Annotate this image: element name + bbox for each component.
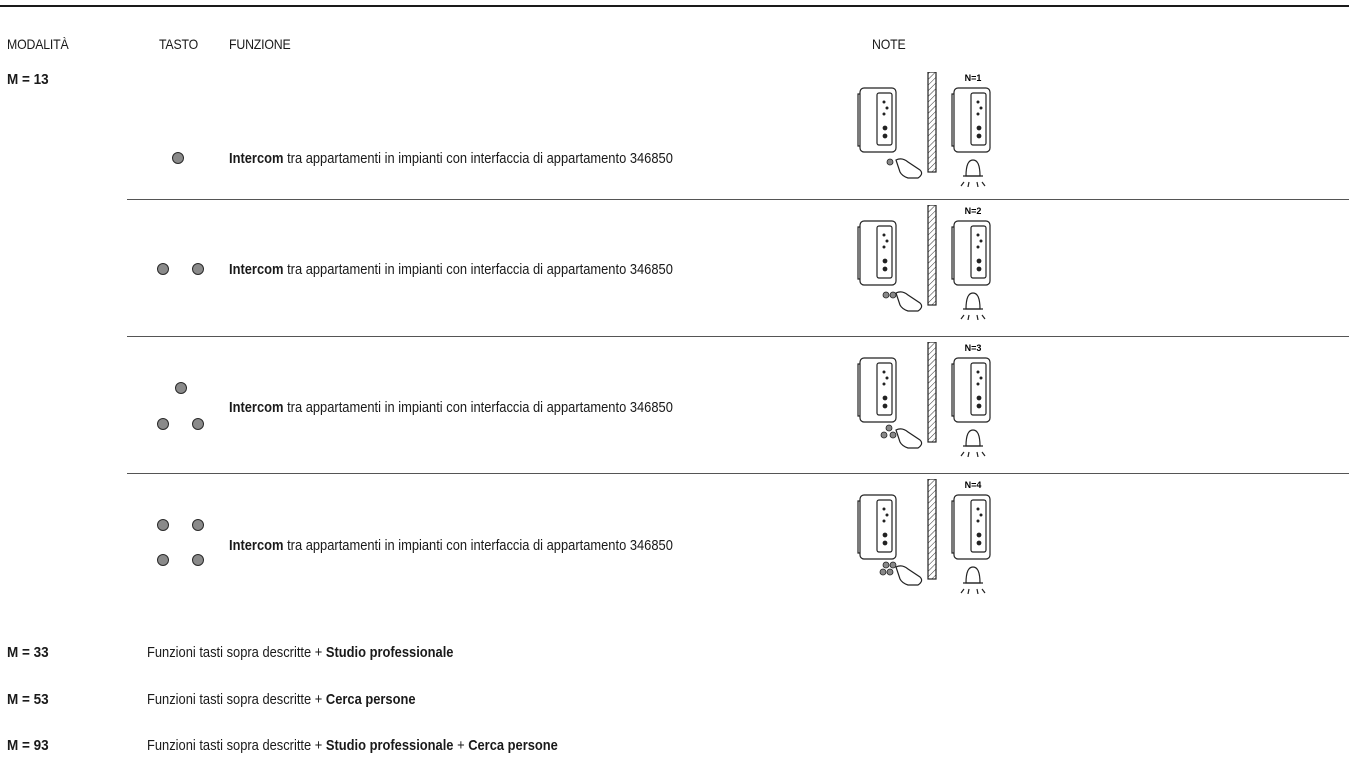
button-dot-icon	[192, 418, 204, 430]
description-plus: +	[453, 737, 469, 754]
mode-description: Funzioni tasti sopra descritte + Studio …	[147, 737, 558, 754]
mode-m13: M = 13	[7, 71, 49, 88]
function-text: Intercom tra appartamenti in impianti co…	[229, 399, 673, 416]
note-label: N=3	[965, 343, 982, 353]
description-prefix: Funzioni tasti sopra descritte +	[147, 691, 326, 708]
function-text: Intercom tra appartamenti in impianti co…	[229, 261, 673, 278]
function-bold: Intercom	[229, 150, 284, 167]
mode-description: Funzioni tasti sopra descritte + Cerca p…	[147, 691, 416, 708]
note-label: N=4	[965, 480, 982, 490]
function-bold: Intercom	[229, 261, 284, 278]
intercom-diagram-icon: N=3	[857, 342, 991, 457]
mode-m53: M = 53	[7, 691, 49, 708]
button-dot-icon	[192, 519, 204, 531]
feature-cerca: Cerca persone	[325, 691, 416, 708]
mode-m33: M = 33	[7, 644, 49, 661]
button-dot-icon	[157, 554, 169, 566]
button-dot-icon	[157, 263, 169, 275]
description-prefix: Funzioni tasti sopra descritte +	[147, 644, 326, 661]
note-label: N=2	[965, 206, 982, 216]
function-text: Intercom tra appartamenti in impianti co…	[229, 150, 673, 167]
button-dot-icon	[157, 519, 169, 531]
button-dot-icon	[192, 263, 204, 275]
mode-description: Funzioni tasti sopra descritte + Studio …	[147, 644, 453, 661]
note-label: N=1	[965, 73, 982, 83]
function-bold: Intercom	[229, 537, 284, 554]
mode-m93: M = 93	[7, 737, 49, 754]
feature-studio: Studio professionale	[325, 737, 454, 754]
function-text: Intercom tra appartamenti in impianti co…	[229, 537, 673, 554]
intercom-diagram-icon: N=1	[857, 72, 991, 187]
top-rule	[0, 5, 1349, 7]
function-rest: tra appartamenti in impianti con interfa…	[283, 261, 673, 278]
feature-cerca: Cerca persone	[468, 737, 558, 754]
intercom-diagram-icon: N=2	[857, 205, 991, 320]
feature-studio: Studio professionale	[325, 644, 454, 661]
header-funzione: FUNZIONE	[229, 36, 291, 52]
function-rest: tra appartamenti in impianti con interfa…	[283, 150, 673, 167]
button-dot-icon	[175, 382, 187, 394]
button-dot-icon	[192, 554, 204, 566]
header-modalita: MODALITÀ	[7, 36, 69, 52]
header-note: NOTE	[872, 36, 906, 52]
description-prefix: Funzioni tasti sopra descritte +	[147, 737, 326, 754]
row-separator	[127, 473, 1349, 474]
intercom-diagram-icon: N=4	[857, 479, 991, 594]
function-rest: tra appartamenti in impianti con interfa…	[283, 537, 673, 554]
function-rest: tra appartamenti in impianti con interfa…	[283, 399, 673, 416]
row-separator	[127, 199, 1349, 200]
function-bold: Intercom	[229, 399, 284, 416]
button-dot-icon	[172, 152, 184, 164]
header-tasto: TASTO	[159, 36, 199, 52]
button-dot-icon	[157, 418, 169, 430]
row-separator	[127, 336, 1349, 337]
